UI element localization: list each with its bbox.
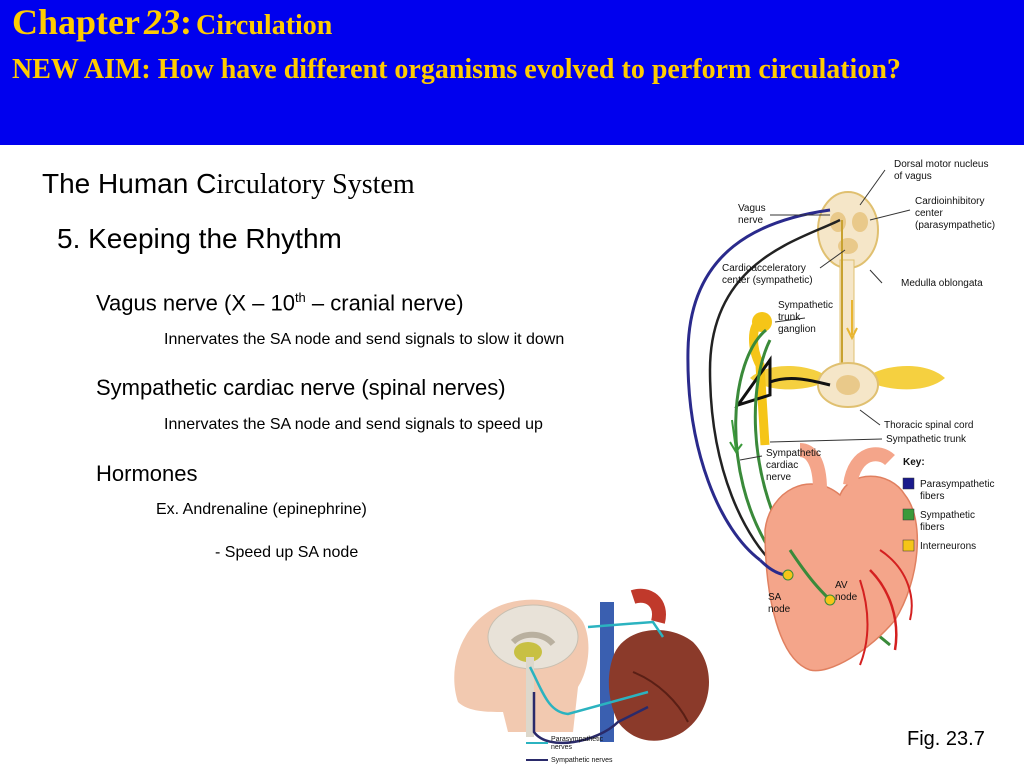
label-sa-node-1: SA — [768, 592, 782, 603]
legend-label-para-1: Parasympathetic — [551, 736, 604, 743]
label-cardioaccel-2: center (sympathetic) — [722, 275, 813, 286]
label-vagus-1: Vagus — [738, 203, 766, 214]
para-nerve-path-2 — [587, 620, 665, 638]
key-label-interneurons: Interneurons — [920, 541, 976, 552]
title-prefix: The Human C — [42, 168, 217, 199]
label-dorsal-motor-1: Dorsal motor nucleus — [894, 159, 988, 170]
key-label-parasympathetic-2: fibers — [920, 491, 944, 502]
medulla-illustration — [817, 191, 879, 269]
preganglionic-fiber — [734, 355, 772, 408]
label-symp-cardiac-2: cardiac — [766, 460, 798, 471]
sympathetic-detail: Innervates the SA node and send signals … — [164, 416, 543, 433]
key-swatch-parasympathetic — [902, 477, 915, 490]
label-medulla: Medulla oblongata — [901, 278, 983, 289]
figure-key: Key: Parasympathetic fibers Sympathetic … — [902, 457, 994, 552]
figure-caption: Fig. 23.7 — [907, 728, 985, 750]
vagus-bullet: Vagus nerve (X – 10th – cranial nerve) — [96, 290, 464, 316]
sa-node — [782, 569, 794, 581]
label-vagus-2: nerve — [738, 215, 763, 226]
interneuron-arrow — [846, 300, 858, 341]
label-dorsal-motor-2: of vagus — [894, 171, 932, 182]
slide-header: Chapter 23: Circulation NEW AIM: How hav… — [0, 0, 1024, 145]
hormones-example: Ex. Andrenaline (epinephrine) — [156, 501, 367, 518]
chapter-number: 23 — [144, 2, 180, 42]
trunk-ganglion — [752, 312, 772, 332]
vagus-pre: Vagus nerve (X – 10 — [96, 290, 295, 316]
head-heart-figure: Parasympathetic nerves Sympathetic nerve… — [454, 588, 710, 764]
label-cardioinhib-1: Cardioinhibitory — [915, 196, 984, 207]
label-thoracic: Thoracic spinal cord — [884, 420, 973, 431]
title-rest: irculatory System — [216, 169, 415, 200]
cardiac-innervation-figure: Dorsal motor nucleus of vagus Vagus nerv… — [686, 159, 995, 672]
spinal-connector — [769, 377, 831, 387]
sympathetic-arrow — [729, 419, 743, 454]
label-symp-trunk: Sympathetic trunk — [886, 434, 967, 445]
head-illustration — [454, 599, 589, 737]
thoracic-cord-illustration — [750, 362, 945, 408]
label-cardioaccel-1: Cardioacceleratory — [722, 263, 806, 274]
label-cardioinhib-2: center — [915, 208, 943, 219]
sympathetic-bullet: Sympathetic cardiac nerve (spinal nerves… — [96, 375, 506, 400]
vagus-nerve-path — [686, 208, 831, 562]
label-trunk-ganglion-3: ganglion — [778, 324, 816, 335]
chapter-word: Chapter — [12, 2, 140, 42]
hormones-bullet: Hormones — [96, 461, 198, 486]
vagus-post: – cranial nerve) — [305, 290, 464, 316]
key-swatch-interneurons — [902, 539, 915, 552]
key-label-parasympathetic-1: Parasympathetic — [920, 479, 994, 490]
hormones-effect: - Speed up SA node — [215, 544, 359, 561]
key-swatch-sympathetic — [902, 508, 915, 521]
vagus-detail: Innervates the SA node and send signals … — [164, 331, 565, 348]
label-symp-cardiac-3: nerve — [766, 472, 791, 483]
slide-subtitle: 5. Keeping the Rhythm — [57, 223, 342, 254]
legend-label-symp: Sympathetic nerves — [551, 757, 613, 764]
para-nerve-path — [528, 666, 649, 716]
label-trunk-ganglion-1: Sympathetic — [778, 300, 833, 311]
av-node — [824, 594, 836, 606]
symp-nerve-path — [532, 692, 649, 745]
key-label-sympathetic-1: Sympathetic — [920, 510, 975, 521]
heart-small-illustration — [600, 588, 710, 742]
label-symp-cardiac-1: Sympathetic — [766, 448, 821, 459]
label-cardioinhib-3: (parasympathetic) — [915, 220, 995, 231]
aim-statement: NEW AIM: How have different organisms ev… — [12, 53, 901, 85]
label-trunk-ganglion-2: trunk — [778, 312, 801, 323]
label-av-node-2: node — [835, 592, 858, 603]
vagus-fiber-path — [708, 218, 841, 571]
leader-lines — [739, 169, 911, 461]
chapter-colon: : — [180, 2, 192, 42]
slide-title: The Human Circulatory System — [42, 168, 415, 201]
chapter-topic: Circulation — [196, 10, 333, 41]
label-av-node-1: AV — [835, 580, 848, 591]
chapter-heading: Chapter 23: Circulation — [12, 2, 1012, 42]
key-title: Key: — [903, 457, 925, 468]
label-sa-node-2: node — [768, 604, 791, 615]
heart-illustration — [764, 443, 919, 672]
legend-label-para-2: nerves — [551, 744, 573, 751]
vagus-sup: th — [294, 290, 306, 305]
key-label-sympathetic-2: fibers — [920, 522, 944, 533]
